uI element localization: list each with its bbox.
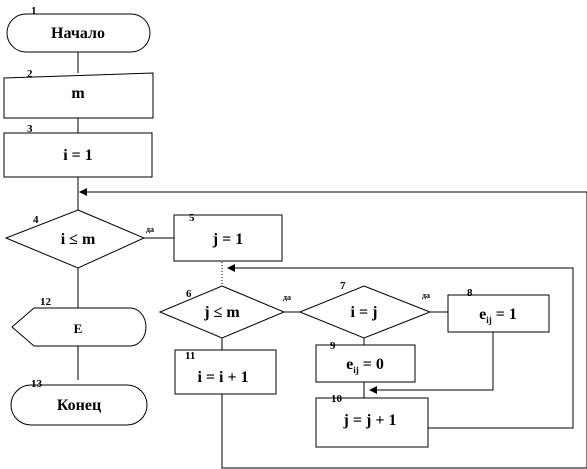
block-input-m: 2 m <box>3 68 154 119</box>
block-label: j = j + 1 <box>343 412 397 429</box>
terminator-shape <box>6 13 151 53</box>
block-number: 4 <box>33 214 39 226</box>
process-shape <box>173 214 283 262</box>
terminator-shape <box>10 384 148 426</box>
block-label: Начало <box>51 25 105 42</box>
connectors <box>77 52 587 469</box>
yes-label: да <box>146 225 154 234</box>
block-label: j ≤ m <box>203 304 240 321</box>
block-number: 6 <box>186 288 192 300</box>
inner-loop-return <box>227 264 574 429</box>
block-label: i = 1 <box>63 147 93 164</box>
block-label: Конец <box>57 397 101 414</box>
block-number: 3 <box>27 123 33 135</box>
block-label: i = i + 1 <box>197 369 248 386</box>
block-init-j: 5 j = 1 <box>173 212 283 262</box>
block-label: j = 1 <box>212 231 243 248</box>
block-number: 12 <box>40 296 52 308</box>
connector-8-10 <box>369 332 494 394</box>
block-number: 5 <box>189 212 195 224</box>
block-label: i ≤ m <box>61 231 96 248</box>
block-label: eij = 1 <box>479 306 517 325</box>
block-set-eij-0: 9 eij = 0 <box>315 340 416 383</box>
decision-shape <box>298 285 432 339</box>
decision-shape <box>158 285 286 339</box>
block-label: m <box>71 85 85 102</box>
yes-label: да <box>283 293 291 302</box>
block-decision-i-le-m: 4 i ≤ m да <box>4 209 154 269</box>
block-increment-j: 10 j = j + 1 <box>315 393 429 448</box>
block-label: eij = 0 <box>346 356 384 375</box>
display-shape <box>11 307 147 347</box>
process-shape <box>315 344 416 383</box>
process-shape <box>315 397 429 448</box>
block-label: i = j <box>351 304 378 321</box>
block-decision-j-le-m: 6 j ≤ m да <box>158 285 291 339</box>
block-number: 13 <box>31 378 43 390</box>
block-increment-i: 11 i = i + 1 <box>174 349 277 395</box>
block-output-e: 12 E <box>11 296 147 347</box>
block-end: 13 Конец <box>10 378 148 426</box>
block-number: 10 <box>331 393 343 405</box>
block-number: 7 <box>340 280 346 292</box>
block-decision-i-eq-j: 7 i = j да <box>298 280 432 339</box>
block-set-eij-1: 8 eij = 1 <box>447 287 550 333</box>
process-shape <box>3 132 153 178</box>
block-label: E <box>74 321 83 336</box>
block-number: 2 <box>27 68 33 80</box>
block-number: 11 <box>185 350 195 362</box>
block-number: 1 <box>31 5 37 17</box>
outer-loop-return <box>79 188 587 469</box>
process-shape <box>174 349 277 395</box>
block-start: 1 Начало <box>6 5 151 53</box>
decision-shape <box>4 209 146 269</box>
block-number: 8 <box>467 287 473 299</box>
process-shape <box>447 294 550 333</box>
yes-label: да <box>422 291 430 300</box>
block-init-i: 3 i = 1 <box>3 123 153 178</box>
input-shape <box>3 72 154 119</box>
block-number: 9 <box>330 340 336 352</box>
